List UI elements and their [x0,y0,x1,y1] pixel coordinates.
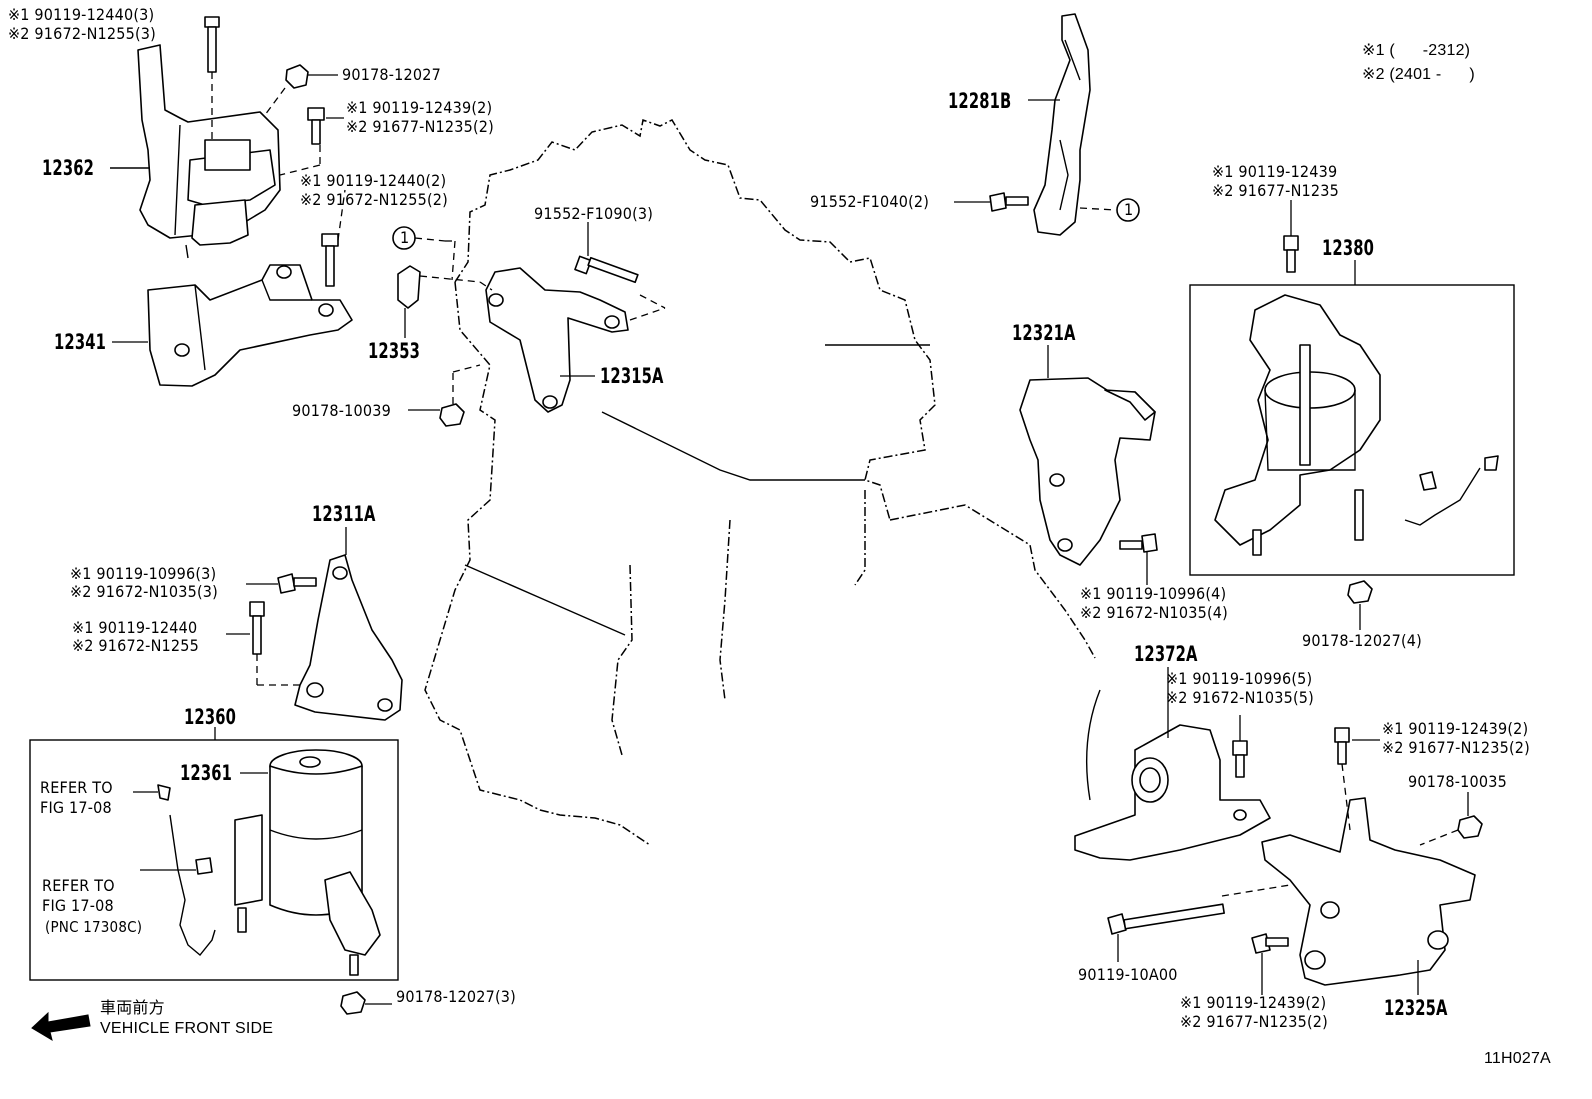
label-bolt-g-1: ※1 90119-12440 [72,618,198,637]
refer-1-line-b[interactable]: FIG 17-08 [40,798,112,817]
bracket-12341 [147,264,353,387]
mount-12380 [1214,294,1499,556]
pnc-12353[interactable]: 12353 [368,339,421,363]
bolt-d [1283,235,1299,273]
bolt-91552-f1090 [574,255,639,284]
pnc-12315a[interactable]: 12315A [600,364,664,388]
nut-90178-12027-3 [340,991,366,1015]
bracket-12311a [294,554,403,721]
label-bolt-c-2: ※2 91672-N1255(2) [300,190,448,209]
box-12360 [29,739,399,981]
nut-90178-10039 [439,403,465,427]
refer-1-line-a[interactable]: REFER TO [40,778,113,797]
refer-2-line-b[interactable]: FIG 17-08 [42,896,114,915]
label-bolt-j-2: ※2 91677-N1235(2) [1180,1012,1328,1031]
mount-12325a [1261,797,1476,986]
engine-outline [424,119,1101,846]
label-bolt-e-1: ※1 90119-10996(4) [1080,584,1227,603]
bolt-top-left [204,16,220,73]
bracket-12353 [397,265,421,309]
circle-ref-1-left: 1 [400,228,410,247]
pnc-12380[interactable]: 12380 [1322,236,1375,260]
nut-90178-12027-4 [1347,580,1373,604]
label-top-left-bolt-1: ※1 90119-12440(3) [8,5,155,24]
label-bolt-i-2: ※2 91677-N1235(2) [1382,738,1530,757]
bolt-g [249,601,265,655]
pnc-12311a[interactable]: 12311A [312,502,376,526]
legend-note-1: ※1 ( -2312) [1362,42,1471,59]
label-bolt-g-2: ※2 91672-N1255 [72,636,199,655]
bracket-12321a [1019,377,1156,566]
bolt-90119-10a00 [1107,903,1225,935]
label-bolt-b-2: ※2 91677-N1235(2) [346,117,494,136]
bolt-e [1119,533,1158,553]
nut-90178-12027-top [285,64,309,89]
circle-ref-1-right: 1 [1124,200,1134,219]
label-nut-90178-12027-3: 90178-12027(3) [396,987,516,1006]
mount-12361 [234,749,381,976]
label-nut-top: 90178-12027 [342,65,441,84]
label-bolt-e-2: ※2 91672-N1035(4) [1080,603,1228,622]
label-nut-90178-10035: 90178-10035 [1408,772,1507,791]
label-top-left-bolt-2: ※2 91672-N1255(3) [8,24,156,43]
bolt-91552-f1040 [989,192,1029,212]
figure-id: 11H027A [1484,1050,1551,1067]
legend-note-2: ※2 (2401 - ) [1362,66,1475,83]
refer-2-line-a[interactable]: REFER TO [42,876,115,895]
bracket-12281b [1033,13,1091,236]
pnc-12361[interactable]: 12361 [180,761,233,785]
box-12380 [1189,284,1515,576]
label-nut-90178-10039: 90178-10039 [292,401,391,420]
label-bolt-b-1: ※1 90119-12439(2) [346,98,493,117]
label-bolt-f-2: ※2 91672-N1035(3) [70,582,218,601]
label-bolt-91552-f1090: 91552-F1090(3) [534,204,654,223]
refer-2-line-c[interactable]: (PNC 17308C) [45,918,143,936]
front-side-jp: 車両前方 [100,1000,165,1017]
pnc-12341[interactable]: 12341 [54,330,107,354]
label-bolt-90119-10a00: 90119-10A00 [1078,965,1178,984]
pnc-12321a[interactable]: 12321A [1012,321,1076,345]
label-bolt-j-1: ※1 90119-12439(2) [1180,993,1327,1012]
label-nut-90178-12027-4: 90178-12027(4) [1302,631,1422,650]
label-bolt-d-1: ※1 90119-12439 [1212,162,1338,181]
bracket-12315a [485,267,629,413]
bolt-c [321,233,339,287]
pnc-12281b[interactable]: 12281B [948,89,1012,113]
bolt-b [307,107,325,145]
label-bolt-f-1: ※1 90119-10996(3) [70,564,217,583]
pnc-12325a[interactable]: 12325A [1384,996,1448,1020]
vehicle-front-arrow-icon [31,1011,91,1042]
label-bolt-i-1: ※1 90119-12439(2) [1382,719,1529,738]
label-bolt-91552-f1040: 91552-F1040(2) [810,192,930,211]
mount-12362 [110,44,281,259]
label-bolt-c-1: ※1 90119-12440(2) [300,171,447,190]
pnc-12372a[interactable]: 12372A [1134,642,1198,666]
label-bolt-h-2: ※2 91672-N1035(5) [1166,688,1314,707]
bolt-f [277,573,317,594]
front-side-en: VEHICLE FRONT SIDE [100,1020,274,1037]
nut-90178-10035 [1457,815,1483,839]
mount-12372a [1074,724,1271,861]
label-bolt-d-2: ※2 91677-N1235 [1212,181,1339,200]
bolt-j [1251,933,1289,954]
label-bolt-h-1: ※1 90119-10996(5) [1166,669,1313,688]
bolt-i [1334,727,1350,765]
bolt-h [1232,740,1248,778]
pnc-12360[interactable]: 12360 [184,705,237,729]
pnc-12362[interactable]: 12362 [42,156,95,180]
